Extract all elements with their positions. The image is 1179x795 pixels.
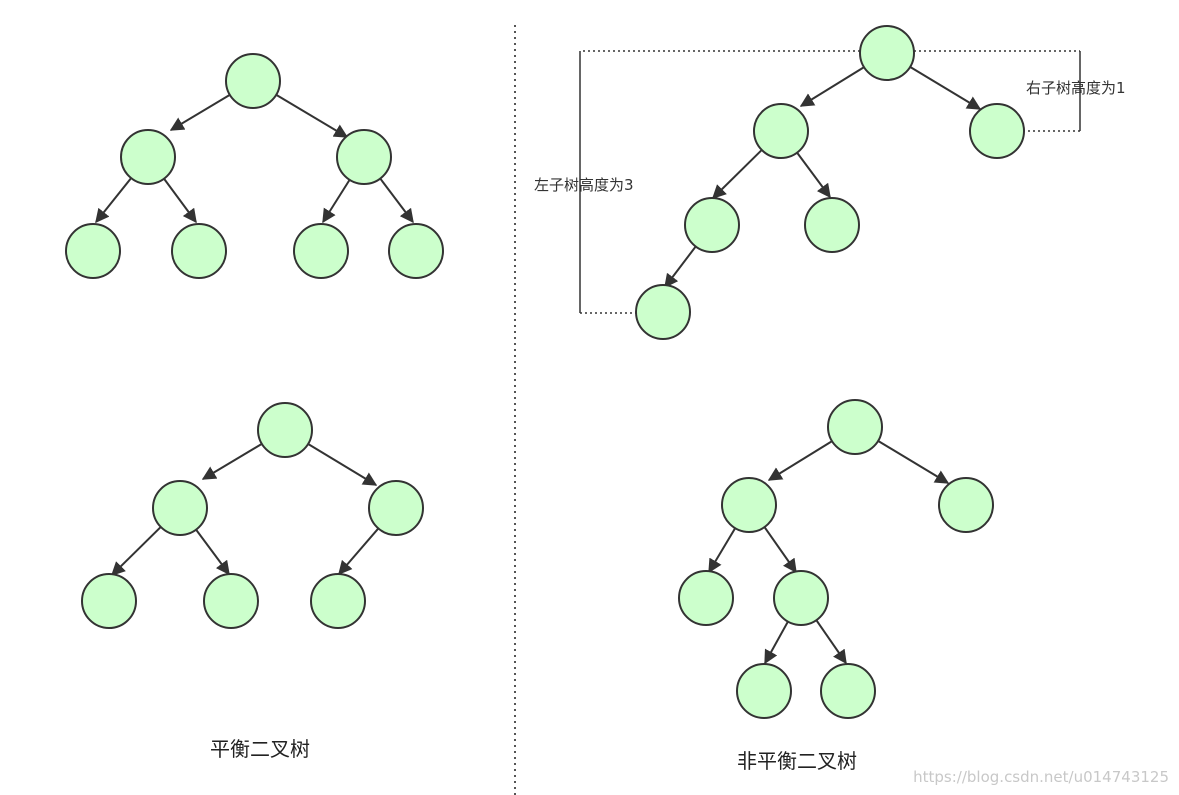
watermark-url: https://blog.csdn.net/u014743125: [913, 768, 1169, 786]
tree-node: [938, 477, 994, 533]
tree-node: [684, 197, 740, 253]
tree-unbalanced-annotated: 左子树高度为3 右子树高度为1: [534, 25, 1126, 340]
tree-node: [388, 223, 444, 279]
tree-node: [152, 480, 208, 536]
tree-node: [310, 573, 366, 629]
tree-node: [171, 223, 227, 279]
tree-node: [203, 573, 259, 629]
tree-balanced-full: [65, 53, 444, 279]
right-subtree-height-label: 右子树高度为1: [1026, 79, 1126, 97]
tree-node: [753, 103, 809, 159]
tree-node: [827, 399, 883, 455]
caption-unbalanced: 非平衡二叉树: [737, 749, 857, 773]
tree-node: [225, 53, 281, 109]
tree-node: [773, 570, 829, 626]
tree-unbalanced: [678, 399, 994, 719]
tree-node: [81, 573, 137, 629]
tree-node: [257, 402, 313, 458]
tree-node: [336, 129, 392, 185]
tree-node: [120, 129, 176, 185]
tree-node: [969, 103, 1025, 159]
tree-node: [804, 197, 860, 253]
tree-node: [293, 223, 349, 279]
tree-node: [736, 663, 792, 719]
caption-balanced: 平衡二叉树: [210, 737, 310, 761]
tree-node: [721, 477, 777, 533]
tree-node: [820, 663, 876, 719]
tree-node: [368, 480, 424, 536]
left-subtree-height-label: 左子树高度为3: [534, 176, 634, 194]
tree-node: [859, 25, 915, 81]
tree-balanced: [81, 402, 424, 629]
tree-node: [635, 284, 691, 340]
tree-node: [65, 223, 121, 279]
tree-node: [678, 570, 734, 626]
